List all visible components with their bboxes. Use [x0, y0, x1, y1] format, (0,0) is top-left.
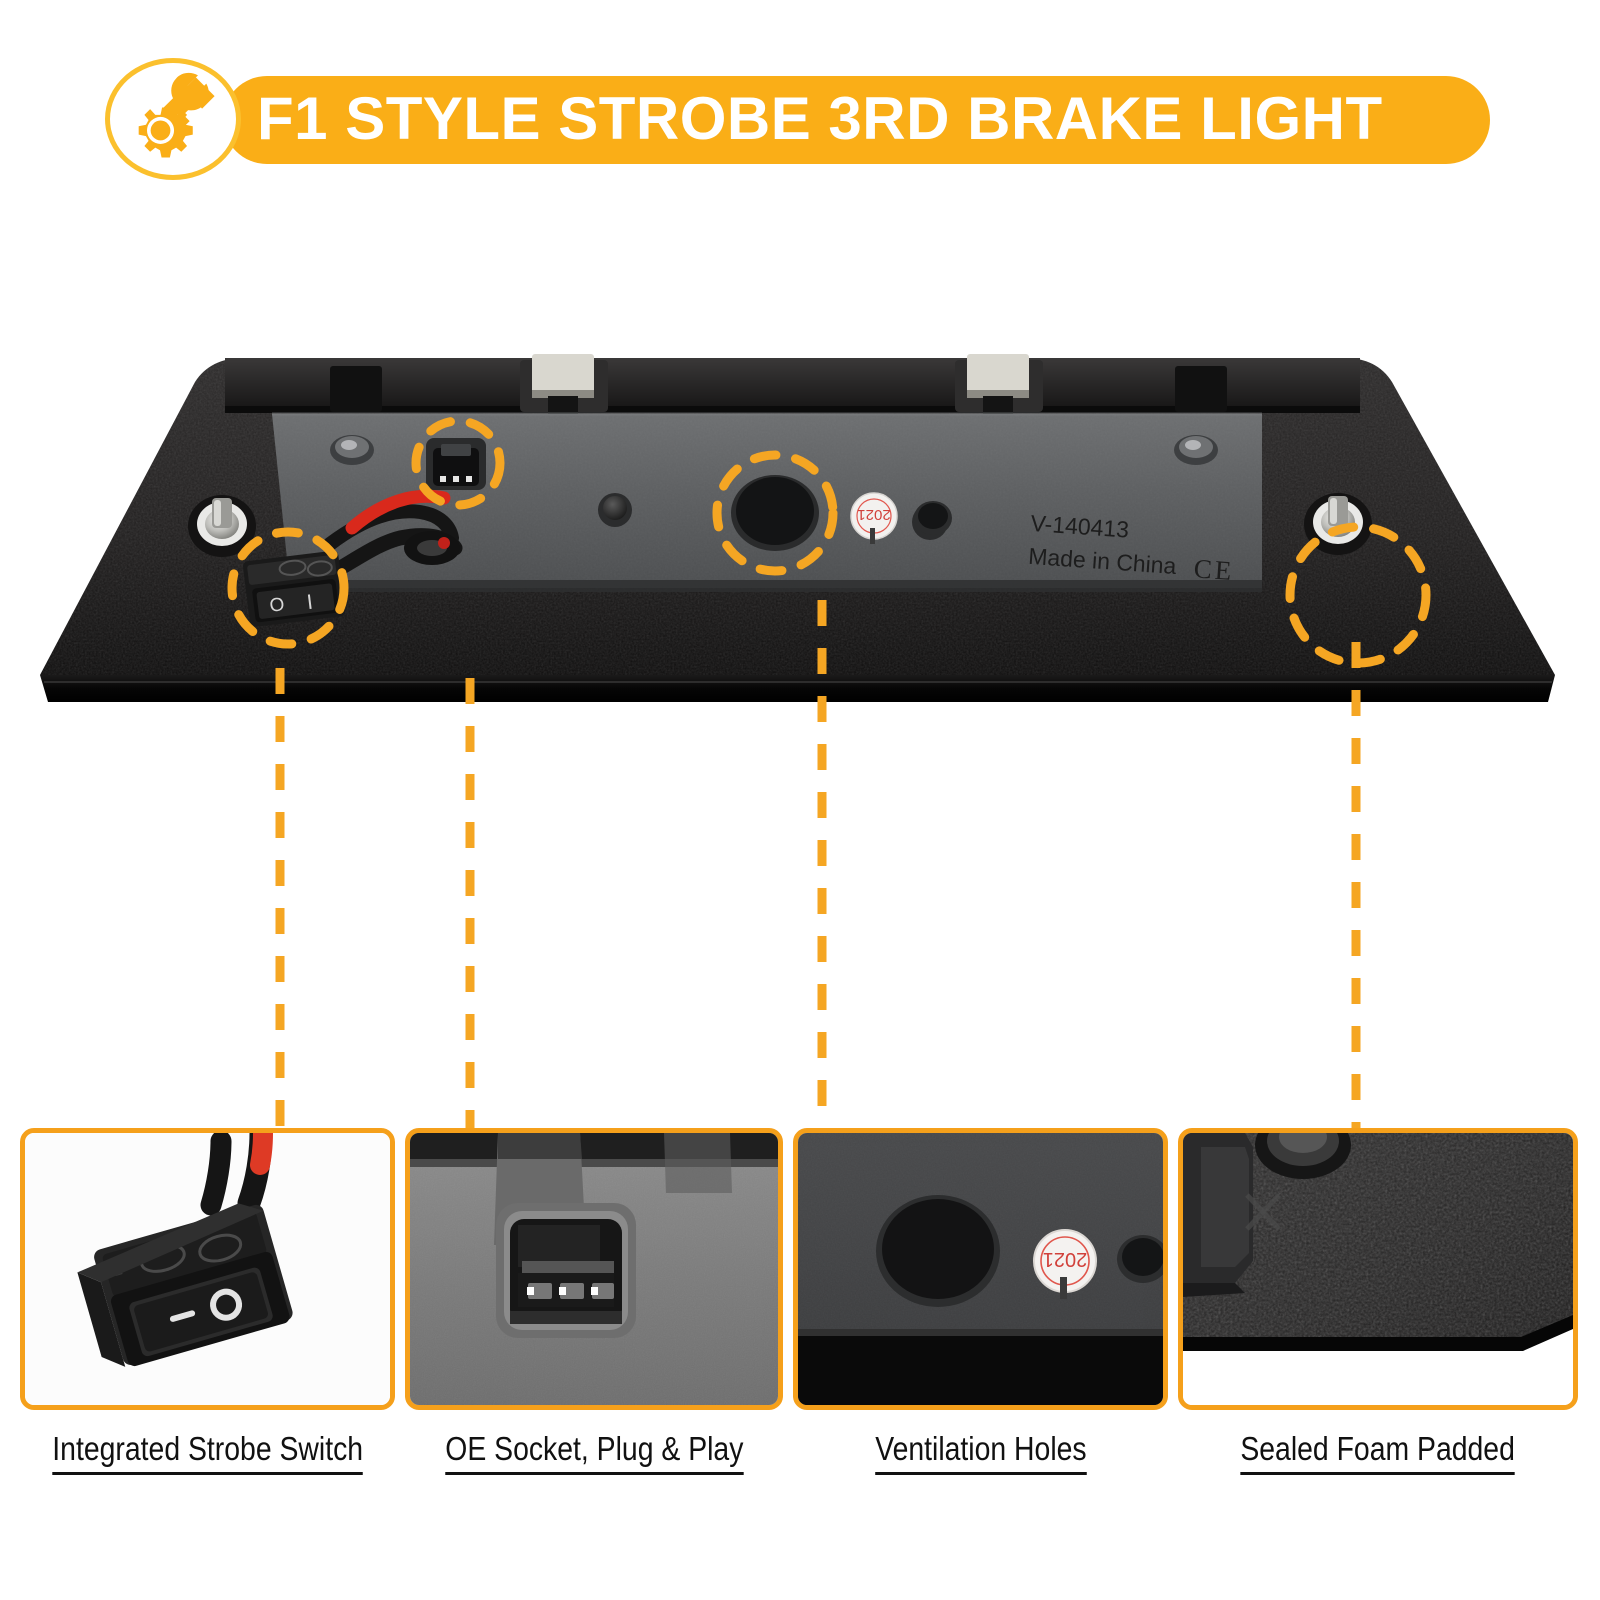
feature-panel-ventilation-holes[interactable]: 2021: [793, 1128, 1168, 1410]
caption-oe-socket: OE Socket, Plug & Play: [405, 1430, 783, 1475]
date-sticker-text: 2021: [1043, 1248, 1088, 1270]
header-bar: [223, 76, 1490, 164]
header-banner: F1 STYLE STROBE 3RD BRAKE LIGHT: [105, 58, 1490, 180]
callout-leader-lines: [0, 600, 1600, 1160]
caption-sealed-foam-padded: Sealed Foam Padded: [1178, 1430, 1578, 1475]
caption-sealed-foam-padded-text: Sealed Foam Padded: [1240, 1430, 1516, 1475]
caption-strobe-switch-text: Integrated Strobe Switch: [52, 1430, 363, 1475]
caption-ventilation-holes: Ventilation Holes: [793, 1430, 1168, 1475]
svg-text:2021: 2021: [857, 506, 890, 523]
caption-oe-socket-text: OE Socket, Plug & Play: [444, 1430, 744, 1475]
caption-ventilation-holes-text: Ventilation Holes: [874, 1430, 1087, 1475]
feature-caption-row: Integrated Strobe Switch OE Socket, Plug…: [0, 1430, 1600, 1520]
feature-panel-row: 2021: [0, 1128, 1600, 1418]
callout-circle-strobe-switch: [227, 527, 349, 649]
switch-off-label-text: O: [268, 594, 285, 617]
switch-on-label-text: I: [306, 591, 315, 615]
ce-mark-text: CE: [1193, 553, 1236, 586]
callout-circle-oe-socket: [411, 416, 505, 510]
feature-panel-oe-socket[interactable]: [405, 1128, 783, 1410]
wrench-gear-icon: [105, 58, 241, 180]
feature-panel-strobe-switch[interactable]: [20, 1128, 395, 1410]
callout-circle-vent-hole: [712, 450, 838, 576]
product-hero-image: 2021 V-140413 Made in China CE: [0, 330, 1600, 730]
feature-panel-sealed-foam-padded[interactable]: [1178, 1128, 1578, 1410]
page-title: F1 STYLE STROBE 3RD BRAKE LIGHT: [257, 85, 1383, 152]
caption-strobe-switch: Integrated Strobe Switch: [20, 1430, 395, 1475]
